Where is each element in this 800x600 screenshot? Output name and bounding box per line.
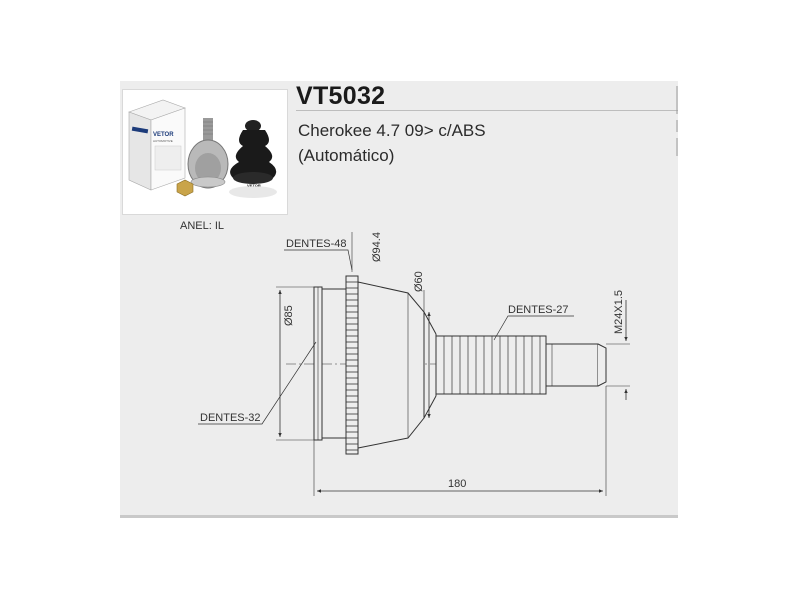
product-photo-illustration: VETOR AUTOMOTIVE VETOR xyxy=(128,99,277,198)
ring-label: ANEL: IL xyxy=(180,220,225,232)
leader-dentes-32 xyxy=(198,341,317,425)
vehicle-description: Cherokee 4.7 09> c/ABS xyxy=(298,121,486,140)
leader-dentes-48 xyxy=(284,249,353,271)
label-dentes-32: DENTES-32 xyxy=(200,412,261,424)
abs-tone-ring xyxy=(345,275,359,455)
label-dentes-48: DENTES-48 xyxy=(286,238,347,250)
sheet-edge-marks xyxy=(676,86,678,156)
box-brand-text: VETOR xyxy=(153,132,174,138)
sheet-bottom-edge xyxy=(120,515,678,518)
label-dentes-27: DENTES-27 xyxy=(508,304,569,316)
label-diameter-85: Ø85 xyxy=(283,305,295,326)
box-tagline-text: AUTOMOTIVE xyxy=(153,139,173,143)
transmission-description: (Automático) xyxy=(298,146,395,165)
threaded-end xyxy=(545,343,599,387)
label-length: 180 xyxy=(448,478,466,490)
label-thread: M24X1.5 xyxy=(613,290,625,334)
leader-dentes-27 xyxy=(493,315,574,341)
abs-ring-teeth xyxy=(346,281,358,451)
product-photo: VETOR AUTOMOTIVE VETOR xyxy=(122,89,288,215)
label-diameter-60: Ø60 xyxy=(413,271,425,292)
shaft-splines xyxy=(443,336,541,394)
boot-brand-text: VETOR xyxy=(247,183,261,188)
title-divider xyxy=(296,110,678,111)
label-diameter-94: Ø94.4 xyxy=(371,232,383,262)
part-number: VT5032 xyxy=(296,82,386,110)
joint-body xyxy=(357,281,425,449)
splined-shaft xyxy=(435,335,547,395)
